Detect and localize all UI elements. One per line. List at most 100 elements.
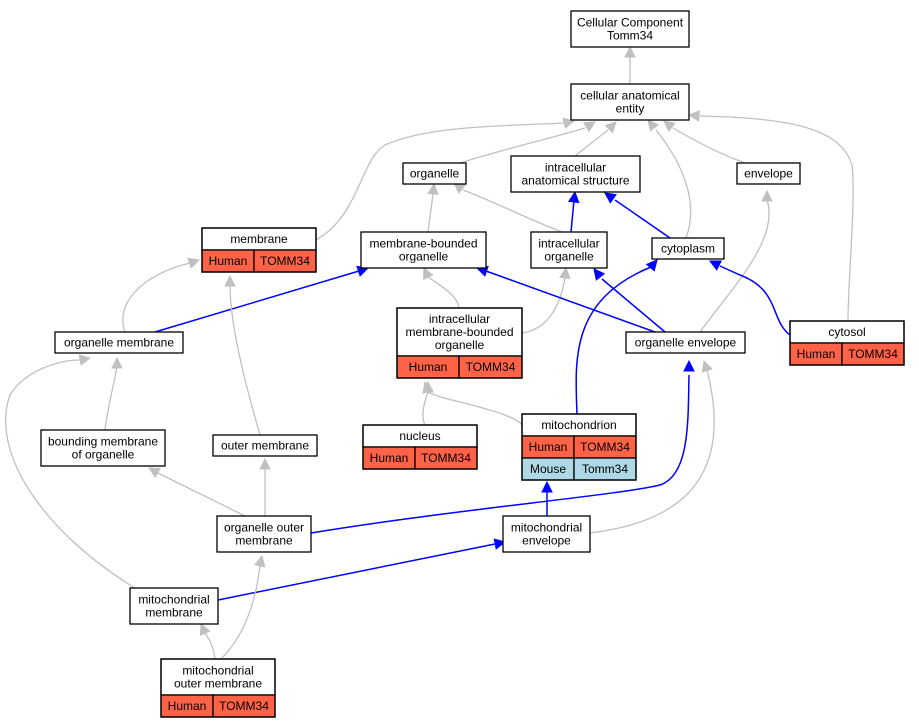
node-label-box (402, 162, 467, 185)
edge-line (229, 284, 261, 436)
edge-arrowhead (422, 380, 434, 393)
node-label-box (651, 237, 725, 260)
edge-mm-to-om (5, 354, 136, 589)
node-label-line: organelle (435, 338, 485, 352)
edge-line (204, 632, 216, 660)
node-label-line: intracellular (545, 161, 606, 175)
edge-line (422, 391, 429, 426)
node-label-box (502, 515, 591, 553)
edge-line (154, 270, 360, 333)
node-organelle[interactable]: organelle (402, 162, 467, 185)
edge-arrowhead (683, 359, 695, 372)
edge-line (699, 199, 770, 333)
node-label-line: cytoplasm (661, 242, 715, 256)
node-label-line: outer membrane (174, 677, 262, 691)
node-label-box (360, 231, 487, 269)
edge-arrowhead (647, 119, 660, 132)
edge-line (575, 266, 652, 415)
edge-arrowhead (559, 266, 571, 280)
edge-ias-to-cae (574, 121, 617, 157)
edge-arrowhead (761, 189, 773, 202)
node-label-line: organelle envelope (635, 336, 737, 350)
node-label-box (736, 162, 801, 185)
edge-line (459, 127, 586, 164)
edge-bmo-to-om (104, 356, 123, 431)
node-label-line: mitochondrion (541, 418, 616, 432)
edge-arrowhead (604, 121, 617, 134)
edge-om-to-membrane (122, 257, 201, 333)
node-label-box (530, 231, 608, 269)
edge-oom-to-oe (310, 359, 695, 534)
node-envelope[interactable]: envelope (736, 162, 801, 185)
node-label-box (510, 155, 641, 193)
node-om[interactable]: organelle membrane (54, 331, 184, 354)
species-label: Human (797, 347, 836, 361)
gene-label: TOMM34 (421, 451, 471, 465)
species-label: Human (370, 451, 409, 465)
edge-line (427, 193, 434, 233)
node-label-box (40, 429, 166, 467)
edge-line (485, 270, 656, 333)
node-label-line: mitochondrial (138, 593, 209, 607)
node-label-box (212, 434, 318, 457)
edge-organelle-to-cae (459, 121, 596, 164)
edge-cytosol-to-cytoplasm (709, 260, 791, 336)
species-label: Mouse (530, 462, 566, 476)
node-label-line: bounding membrane (48, 435, 158, 449)
edge-arrowhead (422, 266, 434, 280)
edge-arrowhead (187, 257, 201, 269)
edge-oom-to-bmo (148, 467, 246, 517)
node-cytoplasm[interactable]: cytoplasm (651, 237, 725, 260)
edge-imbo-to-mbo (422, 266, 460, 309)
node-label-line: intracellular (429, 312, 490, 326)
edge-line (589, 369, 715, 534)
node-label-box (216, 515, 312, 553)
node-label-line: anatomical structure (521, 174, 629, 188)
edge-io-to-ias (567, 190, 580, 233)
edge-oe-to-mbo (475, 265, 656, 333)
node-label-line: mitochondrial (182, 664, 253, 678)
edge-arrowhead (604, 192, 617, 204)
edge-line (220, 564, 261, 660)
node-label-box (625, 331, 746, 354)
edge-line (614, 199, 671, 239)
edge-mito-to-cytoplasm (575, 259, 658, 415)
node-label-line: cytosol (828, 325, 865, 339)
node-label-line: membrane (145, 606, 203, 620)
node-label-line: outer membrane (221, 439, 309, 453)
edge-membrane-to-cae (315, 117, 576, 241)
edge-mom-to-oom (220, 554, 266, 660)
node-outer[interactable]: outer membrane (212, 434, 318, 457)
edge-arrowhead (624, 45, 636, 58)
edge-arrowhead (541, 480, 553, 493)
edge-line (699, 115, 854, 322)
gene-label: TOMM34 (466, 360, 516, 374)
edge-arrowhead (645, 259, 658, 272)
edge-nucleus-to-imbo (422, 380, 434, 426)
edge-arrowhead (562, 117, 576, 129)
node-oe[interactable]: organelle envelope (625, 331, 746, 354)
species-label: Human (168, 699, 207, 713)
edge-imbo-to-io (521, 266, 571, 334)
node-label-line: membrane-bounded (405, 325, 513, 339)
edge-arrowhead (199, 622, 211, 636)
edge-arrowhead (701, 359, 713, 373)
edge-arrowhead (78, 354, 92, 366)
edge-line (521, 276, 566, 334)
node-imbo[interactable]: intracellularmembrane-boundedorganelleHu… (396, 307, 523, 379)
edge-line (427, 391, 523, 426)
